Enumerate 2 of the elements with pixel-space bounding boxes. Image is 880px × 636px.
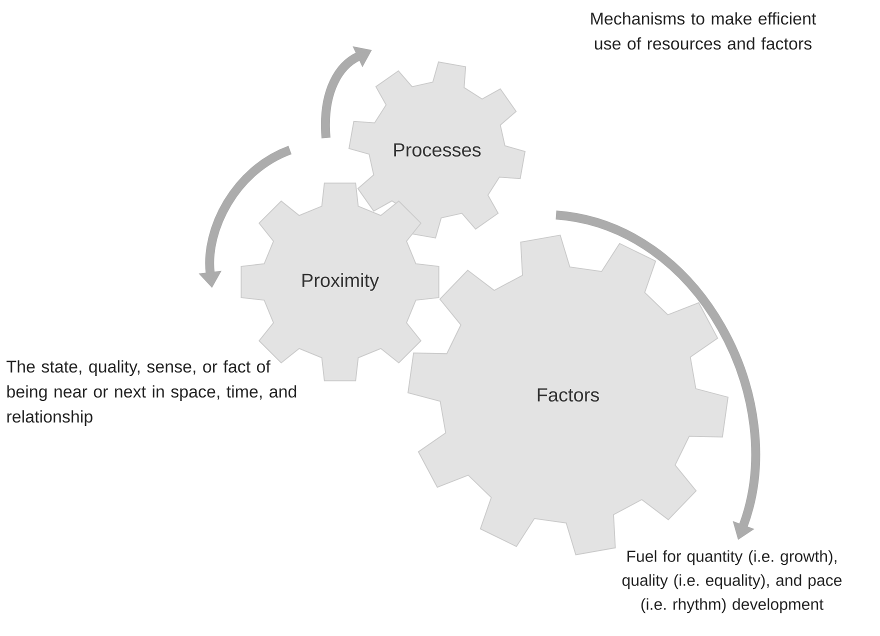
gear: Processes [348, 61, 526, 239]
description-text: Mechanisms to make efficient use of resources and factors [591, 12, 816, 50]
